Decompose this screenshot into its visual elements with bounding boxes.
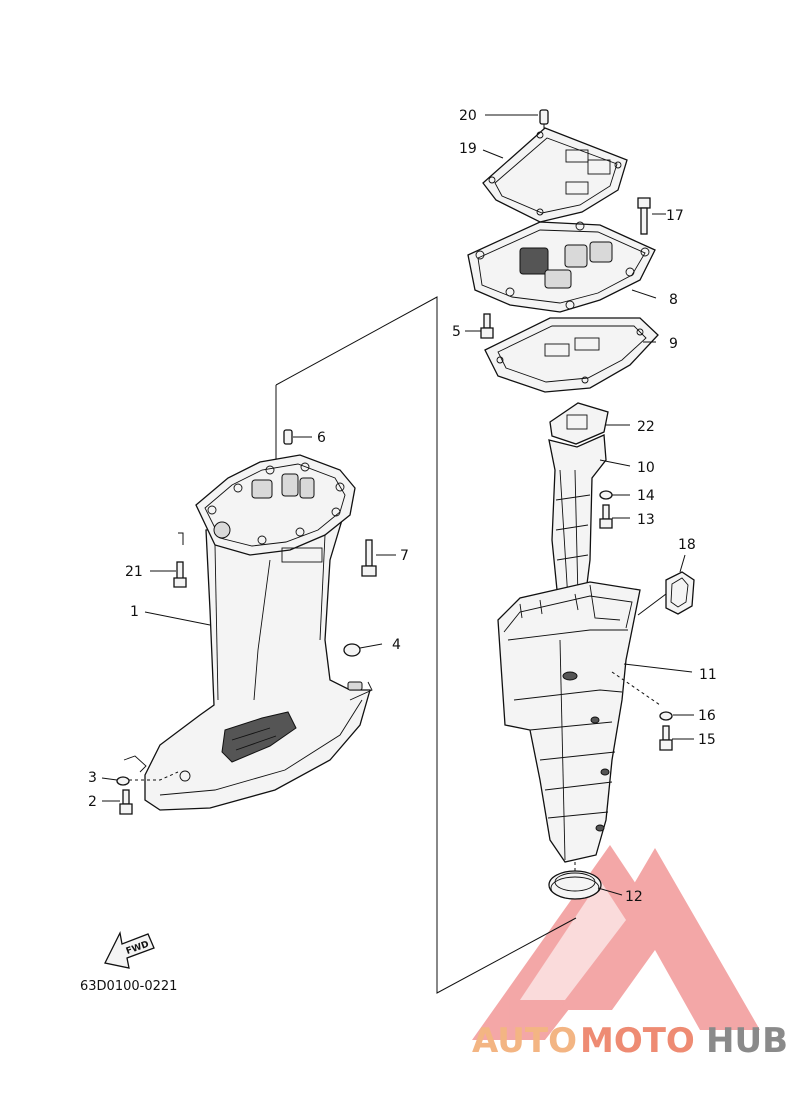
seal-part-12 <box>548 862 623 900</box>
part-label-13: 13 <box>637 512 655 528</box>
grommet-part-18 <box>637 554 695 616</box>
bolt-part-15 <box>659 725 694 751</box>
washer-part-14 <box>599 490 630 500</box>
part-label-18: 18 <box>678 537 696 553</box>
muffler-part-11 <box>497 581 693 863</box>
part-label-9: 9 <box>669 336 678 352</box>
part-label-2: 2 <box>88 794 97 810</box>
part-label-21: 21 <box>125 564 143 580</box>
bolt-part-13 <box>599 504 630 529</box>
bolt-part-21 <box>150 532 187 588</box>
upper-casing-part-1 <box>144 454 373 811</box>
part-label-4: 4 <box>392 637 401 653</box>
leader-part-1 <box>144 611 211 626</box>
gasket-part-19 <box>482 127 628 223</box>
bolt-part-7 <box>361 539 396 577</box>
exhaust-pipe-part-10 <box>548 434 631 601</box>
fwd-arrow-icon: FWD <box>104 930 155 969</box>
part-label-12: 12 <box>625 889 643 905</box>
part-label-10: 10 <box>637 460 655 476</box>
part-label-1: 1 <box>130 604 139 620</box>
part-label-6: 6 <box>317 430 326 446</box>
part-label-5: 5 <box>452 324 461 340</box>
gasket-part-22 <box>549 402 630 445</box>
watermark-hub: HUB <box>706 1021 788 1061</box>
dowel-pin-part-6 <box>283 429 312 445</box>
exhaust-guide-part-8 <box>467 221 657 313</box>
part-label-22: 22 <box>637 419 655 435</box>
watermark-triangle-logo <box>472 845 760 1040</box>
bolt-part-2 <box>102 789 133 815</box>
part-label-17: 17 <box>666 208 684 224</box>
part-label-20: 20 <box>459 108 477 124</box>
part-label-19: 19 <box>459 141 477 157</box>
part-label-14: 14 <box>637 488 655 504</box>
watermark-text: AUTO MOTO HUB <box>472 1021 788 1061</box>
watermark-moto: MOTO <box>580 1021 695 1061</box>
bolt-part-17 <box>637 197 666 235</box>
part-label-16: 16 <box>698 708 716 724</box>
part-label-3: 3 <box>88 770 97 786</box>
washer-part-16 <box>659 711 694 721</box>
part-label-7: 7 <box>400 548 409 564</box>
bolt-part-5 <box>465 313 494 339</box>
part-label-15: 15 <box>698 732 716 748</box>
washer-part-3 <box>101 755 179 786</box>
watermark-auto: AUTO <box>472 1021 577 1061</box>
part-label-11: 11 <box>699 667 717 683</box>
part-label-8: 8 <box>669 292 678 308</box>
diagram-code: 63D0100-0221 <box>80 979 177 994</box>
gasket-part-9 <box>484 317 659 393</box>
grommet-part-4 <box>343 643 383 657</box>
